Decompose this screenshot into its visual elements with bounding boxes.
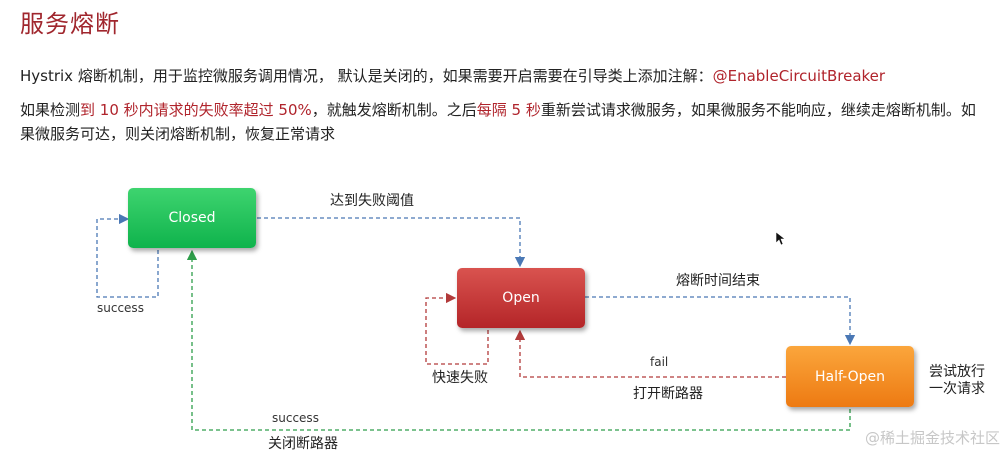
intro-paragraph: Hystrix 熔断机制，用于监控微服务调用情况， 默认是关闭的，如果需要开启需… bbox=[20, 64, 990, 88]
arrow-closed-success-loop bbox=[96, 213, 159, 298]
label-close-breaker: 关闭断路器 bbox=[268, 436, 338, 452]
state-closed: Closed bbox=[128, 188, 256, 248]
arrow-open-to-halfopen bbox=[585, 296, 856, 346]
state-half-open: Half-Open bbox=[786, 346, 914, 407]
label-fuse-end: 熔断时间结束 bbox=[676, 273, 760, 289]
state-half-open-label: Half-Open bbox=[815, 368, 885, 385]
state-closed-label: Closed bbox=[168, 210, 216, 226]
label-fast-fail: 快速失败 bbox=[432, 370, 488, 386]
intro-text: Hystrix 熔断机制，用于监控微服务调用情况， 默认是关闭的，如果需要开启需… bbox=[20, 67, 713, 85]
annotation-name: @EnableCircuitBreaker bbox=[712, 67, 886, 85]
label-success-loop: success bbox=[97, 301, 144, 315]
arrow-closed-to-open bbox=[257, 217, 526, 268]
rule-paragraph: 如果检测到 10 秒内请求的失败率超过 50%，就触发熔断机制。之后每隔 5 秒… bbox=[20, 98, 990, 146]
arrow-open-fast-fail-loop bbox=[425, 292, 489, 365]
arrow-halfopen-to-closed bbox=[186, 249, 851, 431]
label-try-release-2: 一次请求 bbox=[929, 381, 985, 397]
page-title: 服务熔断 bbox=[20, 10, 120, 38]
label-open-breaker: 打开断路器 bbox=[633, 386, 703, 402]
rule-highlight-interval: 每隔 5 秒 bbox=[476, 101, 541, 119]
watermark: @稀土掘金技术社区 bbox=[864, 429, 1000, 447]
state-open: Open bbox=[457, 268, 585, 328]
rule-text-2: ，就触发熔断机制。之后 bbox=[311, 101, 477, 119]
rule-highlight-threshold: 到 10 秒内请求的失败率超过 50% bbox=[80, 101, 312, 119]
rule-text-3: 重新尝试请求微服务，如果微服务不能响应，继续走熔断机制。如果微服务可达，则关闭熔… bbox=[20, 101, 976, 143]
label-success-bottom: success bbox=[272, 411, 319, 425]
rule-text-1: 如果检测 bbox=[20, 101, 81, 119]
label-fail: fail bbox=[650, 355, 669, 369]
arrow-halfopen-to-open bbox=[514, 329, 786, 378]
state-open-label: Open bbox=[502, 290, 540, 306]
mouse-cursor-icon bbox=[776, 232, 786, 246]
label-try-release-1: 尝试放行 bbox=[929, 364, 985, 380]
label-threshold: 达到失败阈值 bbox=[330, 193, 414, 209]
